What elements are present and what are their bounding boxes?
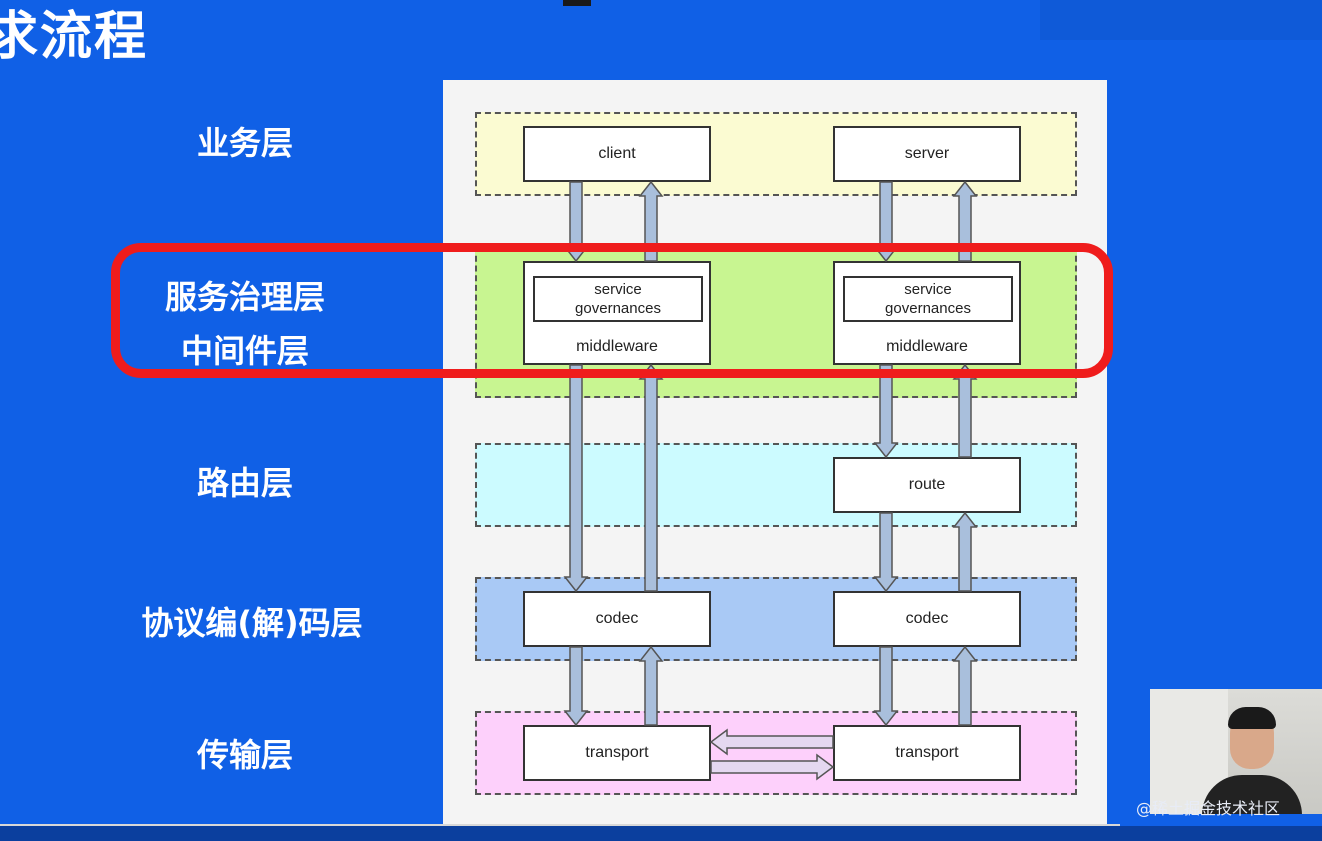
middleware-label-right: middleware — [886, 338, 968, 355]
codec-box-left: codec — [523, 591, 711, 647]
label-codec-layer: 协议编(解)码层 — [141, 604, 363, 642]
arrow-down-codec-transport — [563, 646, 589, 727]
top-mark — [563, 0, 591, 6]
arrow-down-route-codec — [873, 512, 899, 593]
label-middleware-layer: 中间件层 — [180, 332, 310, 370]
label-service-governance-layer: 服务治理层 — [164, 278, 326, 316]
arrow-down-codec-transport-right — [873, 646, 899, 727]
arrow-down-middleware-codec — [563, 364, 589, 593]
arrow-down-middleware-route — [873, 364, 899, 459]
route-box: route — [833, 457, 1021, 513]
top-strip — [1040, 0, 1322, 40]
transport-box-right: transport — [833, 725, 1021, 781]
video-progress-line — [0, 824, 1120, 826]
arrow-up-route-middleware — [952, 363, 978, 458]
bottom-bar — [0, 826, 1322, 841]
service-governances-line1: service — [904, 281, 952, 298]
watermark: @稀土掘金技术社区 — [1136, 799, 1281, 818]
arrow-left-transport — [709, 728, 834, 756]
transport-box-left: transport — [523, 725, 711, 781]
middleware-box-right: service governances middleware — [833, 261, 1021, 365]
service-governances-line2: governances — [575, 300, 661, 317]
arrow-up-transport-codec — [638, 645, 664, 726]
service-governances-line2: governances — [885, 300, 971, 317]
arrow-up-codec-middleware — [638, 363, 664, 592]
label-transport-layer: 传输层 — [196, 736, 294, 774]
middleware-label-left: middleware — [576, 338, 658, 355]
slide-title: 求流程 — [0, 7, 149, 67]
middleware-box-left: service governances middleware — [523, 261, 711, 365]
label-route-layer: 路由层 — [196, 464, 294, 502]
arrow-up-codec-route — [952, 511, 978, 592]
service-governances-box-left: service governances — [533, 276, 703, 322]
arrow-right-transport — [710, 753, 835, 781]
service-governances-box-right: service governances — [843, 276, 1013, 322]
server-box: server — [833, 126, 1021, 182]
presenter-webcam — [1150, 689, 1322, 814]
client-box: client — [523, 126, 711, 182]
service-governances-line1: service — [594, 281, 642, 298]
codec-box-right: codec — [833, 591, 1021, 647]
highlight-rectangle — [111, 243, 1113, 378]
arrow-up-transport-codec-right — [952, 645, 978, 726]
label-business-layer: 业务层 — [196, 124, 294, 162]
